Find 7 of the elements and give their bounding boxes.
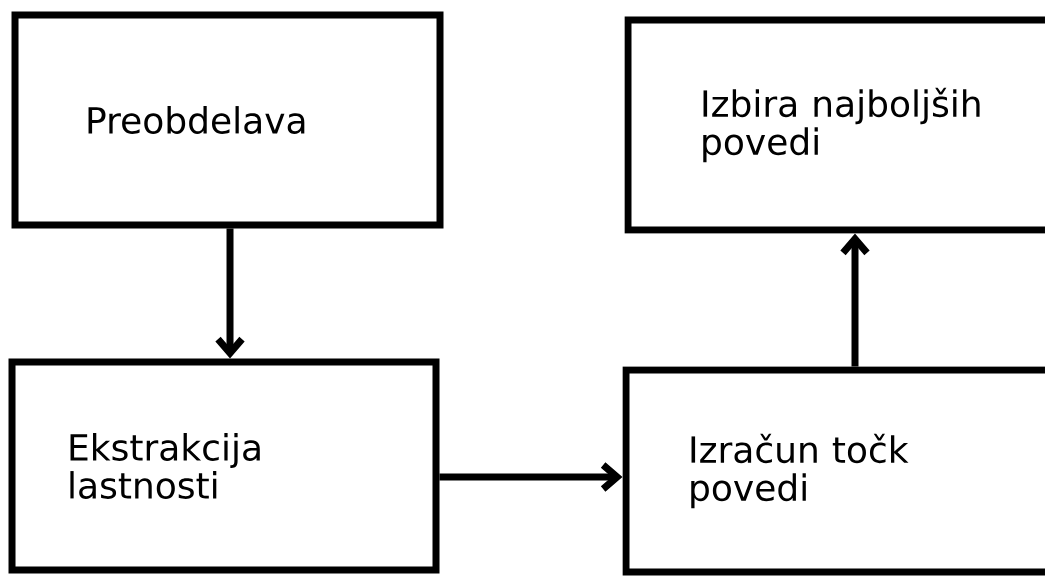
process-box: Izbira najboljših povedi (624, 16, 1045, 234)
arrow (439, 462, 623, 492)
process-box: Ekstrakcija lastnosti (8, 358, 440, 574)
arrow (215, 228, 245, 359)
process-box: Preobdelava (11, 11, 444, 229)
process-box: Izračun točk povedi (622, 366, 1045, 576)
arrow (840, 233, 870, 367)
